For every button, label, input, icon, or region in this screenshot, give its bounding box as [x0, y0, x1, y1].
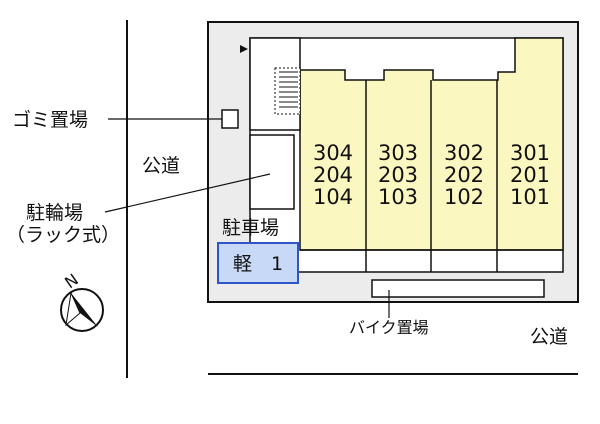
unit-303: 303 — [378, 141, 418, 165]
unit-column-301: 301 201 101 — [510, 141, 550, 209]
bike-parking-area — [371, 279, 545, 298]
unit-column-302: 302 202 102 — [444, 141, 484, 209]
bicycle-leader — [104, 173, 271, 213]
bicycle-rack-area — [249, 134, 295, 210]
unit-203: 203 — [378, 163, 418, 187]
public-road-south-label: 公道 — [530, 326, 568, 348]
north-compass-icon — [60, 288, 104, 332]
unit-302: 302 — [444, 141, 484, 165]
unit-304: 304 — [313, 141, 353, 165]
unit-dividers — [365, 80, 498, 272]
stair-lines — [279, 71, 298, 108]
bike-parking-label: バイク置場 — [349, 318, 429, 337]
unit-102: 102 — [444, 185, 484, 209]
unit-202: 202 — [444, 163, 484, 187]
unit-column-303: 303 203 103 — [378, 141, 418, 209]
unit-201: 201 — [510, 163, 550, 187]
unit-101: 101 — [510, 185, 550, 209]
unit-301: 301 — [510, 141, 550, 165]
bicycle-parking-label: 駐輪場 — [26, 202, 83, 224]
unit-204: 204 — [313, 163, 353, 187]
public-road-west-label: 公道 — [142, 155, 180, 177]
unit-column-304: 304 204 104 — [313, 141, 353, 209]
garbage-label: ゴミ置場 — [12, 109, 88, 131]
stair-hatch — [274, 67, 301, 115]
bicycle-parking-type-label: （ラック式） — [6, 224, 120, 246]
kei-parking-label: 軽 1 — [233, 253, 283, 275]
car-parking-label: 駐車場 — [222, 217, 279, 239]
kei-parking-spot — [217, 242, 299, 284]
entrance-arrow-icon — [240, 45, 248, 53]
unit-103: 103 — [378, 185, 418, 209]
unit-104: 104 — [313, 185, 353, 209]
garbage-area — [221, 109, 239, 129]
